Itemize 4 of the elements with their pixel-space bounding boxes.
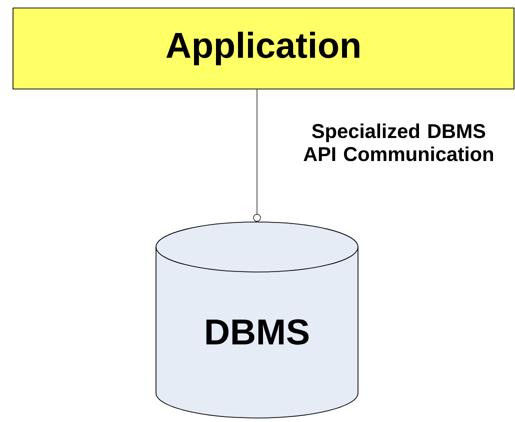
edge-label: Specialized DBMS API Communication	[304, 124, 494, 162]
connector-line	[253, 89, 261, 222]
application-box: Application	[12, 8, 514, 90]
database-cylinder: DBMS	[156, 222, 358, 418]
